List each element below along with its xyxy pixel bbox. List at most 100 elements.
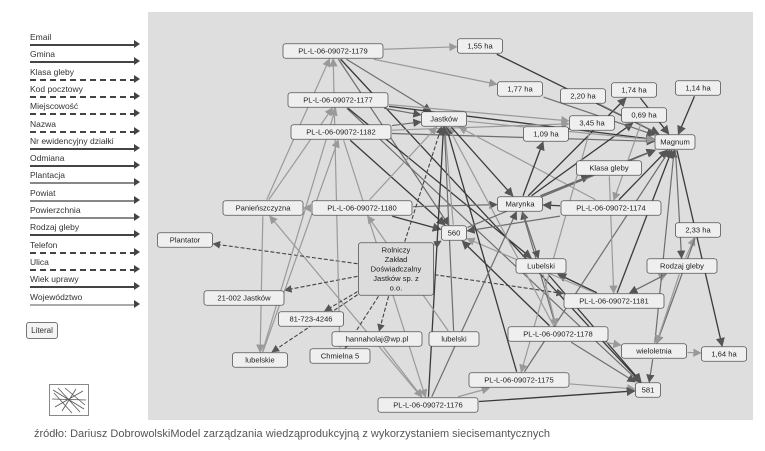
legend-item-label: Email <box>30 32 51 42</box>
graph-node[interactable]: PL-L-06-09072-1180 <box>312 201 412 216</box>
graph-node[interactable]: 560 <box>442 226 467 241</box>
graph-canvas[interactable]: PL-L-06-09072-1179 1,55 ha PL-L-06-09072-1… <box>148 12 753 420</box>
legend-line <box>30 44 136 46</box>
legend-line <box>30 131 136 133</box>
graph-node-label: Magnum <box>660 138 690 147</box>
graph-node-label: 1,09 ha <box>533 130 559 139</box>
graph-node[interactable]: PL-L-06-09072-1176 <box>378 398 478 413</box>
graph-node[interactable]: PL-L-06-09072-1177 <box>288 93 388 108</box>
legend-line <box>30 200 136 202</box>
legend-arrow-icon <box>134 265 140 273</box>
graph-node-label: Klasa gleby <box>589 164 628 173</box>
graph-node-label: Rodzaj gleby <box>660 262 704 271</box>
graph-edge <box>392 122 421 126</box>
graph-node-label: PL-L-06-09072-1178 <box>523 330 593 339</box>
graph-node-label: 581 <box>642 386 655 395</box>
graph-node[interactable]: 2,33 ha <box>676 223 721 238</box>
graph-node[interactable]: PL-L-06-09072-1174 <box>561 201 661 216</box>
graph-node-label: lubelskie <box>245 356 275 365</box>
graph-node[interactable]: Chmielna 5 <box>310 349 370 364</box>
graph-edge <box>458 388 489 397</box>
graph-node-label: PL-L-06-09072-1181 <box>579 297 649 306</box>
graph-node[interactable]: 0,69 ha <box>622 108 667 123</box>
graph-node[interactable]: Plantator <box>158 233 213 248</box>
graph-node[interactable]: Klasa gleby <box>577 161 642 176</box>
graph-node[interactable]: 1,14 ha <box>676 81 721 96</box>
graph-edge <box>379 296 388 331</box>
graph-edge <box>688 352 701 353</box>
semantic-network-graph[interactable]: PL-L-06-09072-1179 1,55 ha PL-L-06-09072-1… <box>148 12 753 420</box>
graph-node[interactable]: lubelskie <box>233 353 288 368</box>
legend-arrow-icon <box>134 300 140 308</box>
graph-node[interactable]: 1,64 ha <box>702 347 747 362</box>
graph-edge <box>657 238 695 343</box>
graph-edge <box>383 347 421 397</box>
graph-node[interactable]: 2,20 ha <box>561 89 606 104</box>
graph-node-label: 1,77 ha <box>507 85 533 94</box>
graph-node[interactable]: PL-L-06-09072-1178 <box>508 327 608 342</box>
legend-arrow-icon <box>134 248 140 256</box>
legend-line <box>30 61 136 63</box>
graph-node[interactable]: 1,09 ha <box>524 127 569 142</box>
literal-button[interactable]: Literal <box>26 322 58 339</box>
graph-node[interactable]: hannaholaj@wp.pl <box>332 332 422 347</box>
graph-node-label: PL-L-06-09072-1174 <box>576 204 646 213</box>
graph-node[interactable]: 581 <box>636 383 661 398</box>
graph-edge <box>605 342 621 345</box>
graph-node[interactable]: Panieńszczyzna <box>223 201 303 216</box>
graph-node[interactable]: Jastków <box>422 112 467 127</box>
legend-item-label: Telefon <box>30 240 57 250</box>
graph-node[interactable]: lubelski <box>429 332 479 347</box>
graph-edge <box>479 391 635 402</box>
legend-item-label: Powiat <box>30 188 56 198</box>
graph-node[interactable]: Rodzaj gleby <box>647 259 717 274</box>
legend-item[interactable]: Województwo <box>28 292 142 312</box>
graph-node[interactable]: PL-L-06-09072-1175 <box>469 373 569 388</box>
legend-line <box>30 182 136 184</box>
graph-edge <box>325 292 357 311</box>
graph-node[interactable]: Marynka <box>498 197 543 212</box>
legend-arrow-icon <box>134 109 140 117</box>
legend-arrow-icon <box>134 57 140 65</box>
legend-item-label: Klasa gleby <box>30 67 74 77</box>
graph-node[interactable]: 1,74 ha <box>612 83 657 98</box>
graph-edge <box>655 150 674 343</box>
graph-node-label: Doświadczalny <box>371 265 422 274</box>
legend-line <box>30 234 136 236</box>
graph-node[interactable]: 3,45 ha <box>570 116 615 131</box>
graph-node-label: 21-002 Jastków <box>217 294 271 303</box>
graph-edge <box>214 244 358 264</box>
graph-node[interactable]: PL-L-06-09072-1179 <box>283 44 383 59</box>
legend-item-label: Miejscowość <box>30 101 78 111</box>
graph-node[interactable]: 21-002 Jastków <box>204 291 284 306</box>
graph-node[interactable]: PL-L-06-09072-1182 <box>291 125 391 140</box>
graph-node[interactable]: Magnum <box>655 135 695 150</box>
graph-thumbnail[interactable] <box>49 384 89 416</box>
legend-item-label: Wiek uprawy <box>30 274 79 284</box>
graph-node-label: Jastków sp. z <box>373 274 419 283</box>
graph-node[interactable]: 1,77 ha <box>498 82 543 97</box>
graph-edge <box>609 176 613 293</box>
legend-line <box>30 113 136 115</box>
legend-line <box>30 79 136 81</box>
graph-node-label: hannaholaj@wp.pl <box>346 335 409 344</box>
graph-edge <box>392 216 440 229</box>
graph-node-label: wieloletnia <box>635 347 672 356</box>
graph-node[interactable]: PL-L-06-09072-1181 <box>564 294 664 309</box>
graph-node[interactable]: Lubelski <box>516 259 566 274</box>
legend-item-label: Nr ewidencyjny działki <box>30 136 114 146</box>
graph-node[interactable]: 1,55 ha <box>458 39 503 54</box>
graph-node[interactable]: wieloletnia <box>622 344 687 359</box>
graph-edge <box>544 205 561 206</box>
legend-arrow-icon <box>134 282 140 290</box>
legend-arrow-icon <box>134 127 140 135</box>
graph-edge <box>389 105 569 121</box>
graph-node-label: PL-L-06-09072-1177 <box>303 96 373 105</box>
graph-node-label: PL-L-06-09072-1179 <box>298 47 368 56</box>
graph-nodes: PL-L-06-09072-1179 1,55 ha PL-L-06-09072-1… <box>158 39 747 413</box>
graph-edge <box>260 216 263 352</box>
graph-node[interactable]: 81-723-4246 <box>279 312 344 327</box>
graph-node-label: Lubelski <box>527 262 555 271</box>
graph-edge <box>338 59 448 225</box>
